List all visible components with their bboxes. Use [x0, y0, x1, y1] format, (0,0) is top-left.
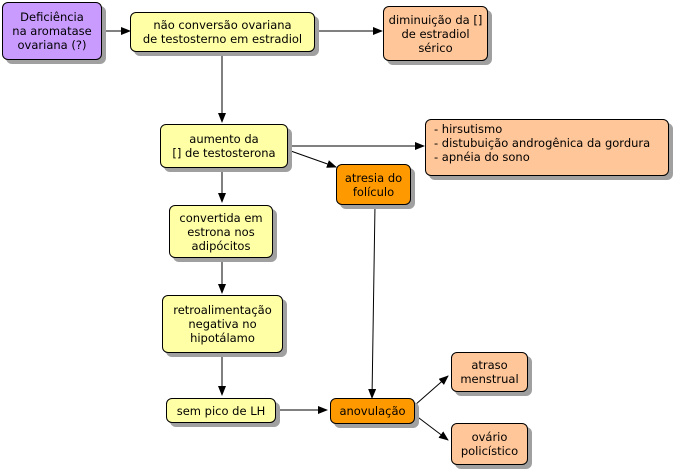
efeito-distribuicao-gordura: - distubuição androgênica da gordura: [434, 136, 651, 150]
node-sem-pico-lh: sem pico de LH: [166, 398, 276, 423]
node-deficiencia-aromatase: Deficiência na aromatase ovariana (?): [2, 2, 102, 60]
node-aumento-testosterona: aumento da [] de testosterona: [160, 124, 288, 168]
node-atresia-foliculo: atresia do folículo: [336, 164, 411, 205]
node-ovario-policistico: ovário policístico: [451, 423, 528, 465]
arrow-anovulacao-to-ovario: [414, 414, 449, 441]
node-retroalimentacao: retroalimentação negativa no hipotálamo: [162, 295, 283, 353]
node-anovulacao: anovulação: [330, 398, 415, 424]
efeito-hirsutismo: - hirsutismo: [434, 122, 503, 136]
node-diminuicao-estradiol: diminuição da [] de estradiol sérico: [383, 6, 488, 61]
arrow-anovulacao-to-atraso: [414, 375, 449, 406]
efeito-apneia-sono: - apnéia do sono: [434, 150, 530, 164]
node-atraso-menstrual: atraso menstrual: [451, 352, 528, 392]
arrow-aumento-to-atresia: [287, 149, 337, 168]
node-nao-conversao: não conversão ovariana de testosterno em…: [130, 12, 315, 52]
node-convertida-estrona: convertida em estrona nos adipócitos: [169, 205, 273, 258]
node-efeitos-list: - hirsutismo - distubuição androgênica d…: [425, 119, 669, 176]
arrow-atresia-to-anovulacao: [368, 204, 377, 399]
